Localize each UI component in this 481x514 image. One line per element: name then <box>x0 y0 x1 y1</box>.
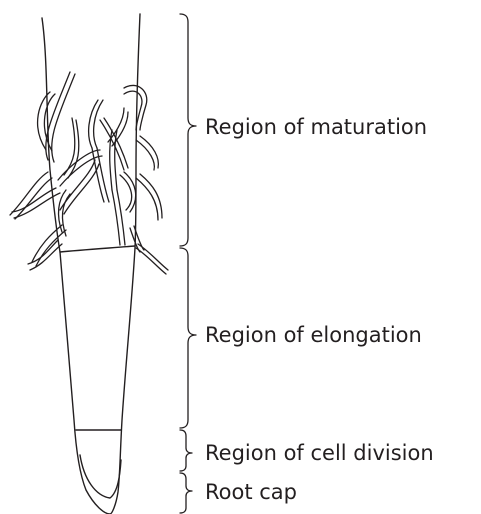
brace-maturation <box>180 14 196 246</box>
root-hairs <box>10 72 168 274</box>
root-hair <box>28 240 62 270</box>
elongation-boundary <box>60 246 135 252</box>
label-elongation: Region of elongation <box>205 323 422 347</box>
brace-cell-division <box>180 430 192 471</box>
root-hair <box>136 136 158 170</box>
root-hair <box>100 118 128 170</box>
root-hair <box>112 190 125 245</box>
root-hair <box>130 226 144 252</box>
root-hair <box>60 160 99 214</box>
root-drawing <box>42 14 140 514</box>
root-hair <box>124 85 147 130</box>
root-hair <box>89 100 103 148</box>
root-hair <box>10 172 52 219</box>
region-labels: Region of maturation Region of elongatio… <box>205 115 434 504</box>
brace-root-cap <box>180 473 192 513</box>
root-hair <box>136 244 168 274</box>
root-outline <box>42 14 140 514</box>
root-hair <box>120 172 136 212</box>
label-maturation: Region of maturation <box>205 115 427 139</box>
root-hair <box>136 174 162 220</box>
label-cell-division: Region of cell division <box>205 441 434 465</box>
region-braces <box>180 14 196 513</box>
brace-elongation <box>180 248 196 428</box>
label-root-cap: Root cap <box>205 480 297 504</box>
